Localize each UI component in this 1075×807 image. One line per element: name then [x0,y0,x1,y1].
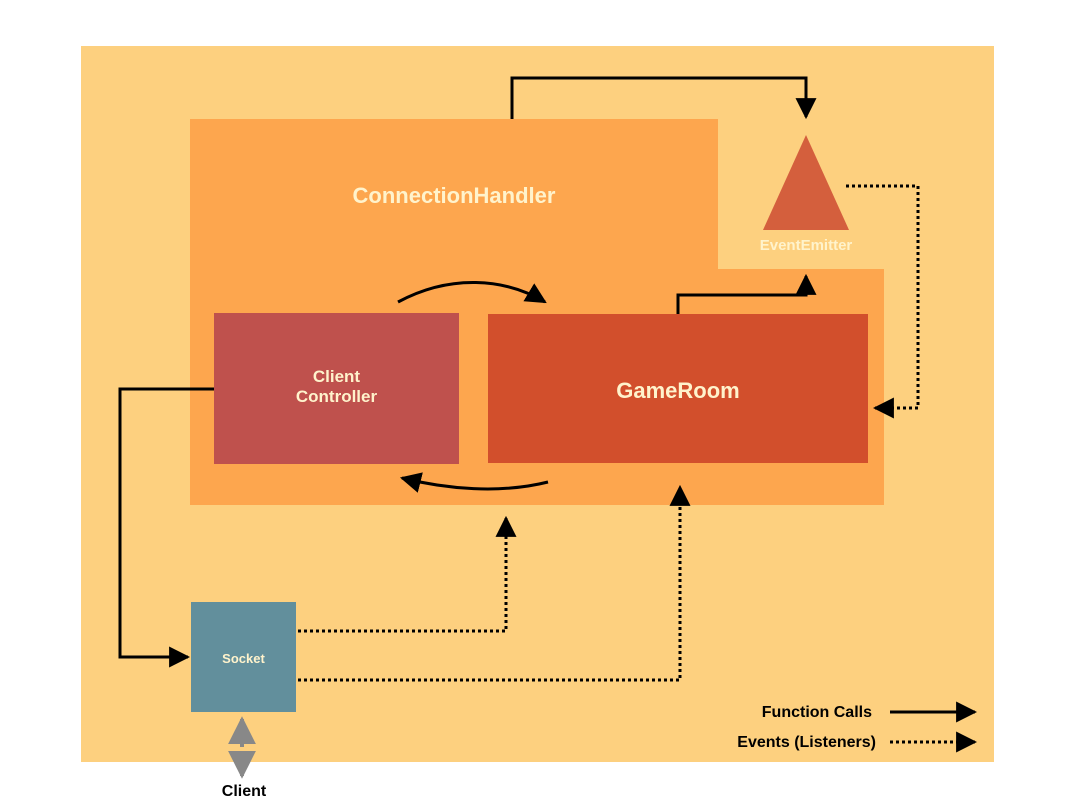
event-emitter-label: EventEmitter [759,237,853,254]
client-controller-box [214,313,459,464]
client-controller-label-line2: Controller [295,387,378,407]
event-emitter-to-game-room-event-arrow [846,184,920,419]
client-controller-label: Client Controller [214,367,459,408]
client-label: Client [221,783,267,800]
game-room-to-event-emitter-arrow [676,273,817,314]
game-room-label: GameRoom [616,378,740,403]
game-room-box [488,314,868,463]
function-calls-legend-label: Function Calls [761,704,872,721]
connection-to-event-emitter-arrow [510,76,817,120]
connection-handler-label: ConnectionHandler [352,183,556,208]
socket-box [191,602,296,712]
event-emitter-triangle [763,135,849,230]
socket-label: Socket [222,651,265,666]
socket-to-connection-event-arrow [298,515,517,633]
events-legend-label: Events (Listeners) [737,734,876,751]
client-controller-to-game-room-arrow [397,281,547,304]
socket-to-game-room-event-arrow [298,484,691,682]
client-controller-label-line1: Client [312,367,361,386]
game-room-to-client-controller-arrow [399,472,549,493]
client-controller-to-socket-arrow [118,387,214,668]
